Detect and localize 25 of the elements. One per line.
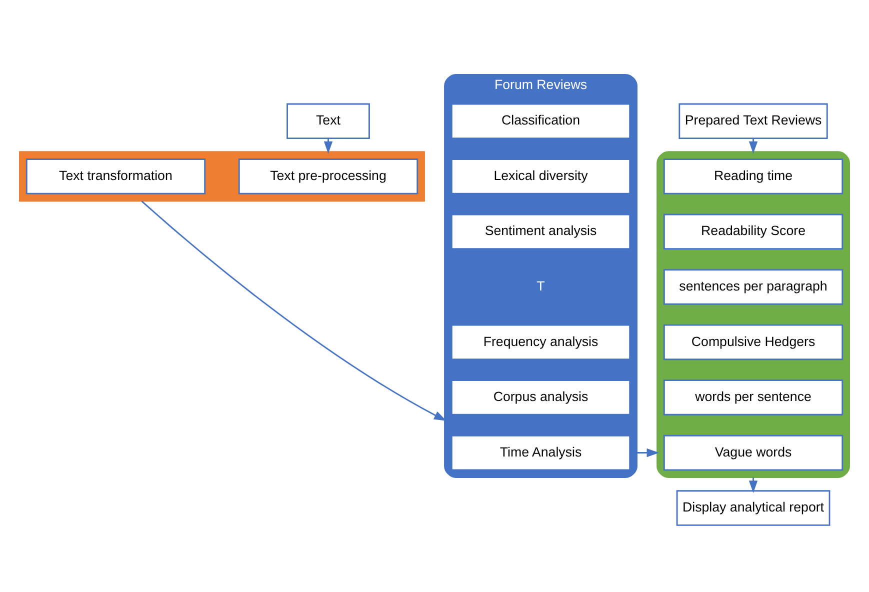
- arrow: [324, 138, 333, 154]
- node-box: Frequency analysis: [450, 324, 631, 360]
- node-box: Readability Score: [663, 214, 844, 250]
- node-box: Reading time: [663, 158, 844, 194]
- node-box: Vague words: [663, 434, 844, 471]
- node-box: Prepared Text Reviews: [678, 103, 828, 139]
- node-box: Compulsive Hedgers: [663, 324, 844, 360]
- cluster: [19, 151, 425, 202]
- node-box: Text: [286, 103, 370, 139]
- node-box: Sentiment analysis: [450, 214, 631, 250]
- arrow: [141, 200, 446, 421]
- node-box: Text pre-processing: [238, 158, 418, 194]
- cluster: [656, 151, 850, 478]
- node-box: sentences per paragraph: [663, 269, 844, 305]
- arrow: [637, 448, 660, 458]
- node-box: Text transformation: [26, 158, 206, 194]
- node-box: Lexical diversity: [450, 158, 631, 194]
- node-box: words per sentence: [663, 380, 844, 416]
- node-box: Time Analysis: [450, 434, 631, 471]
- arrow: [748, 138, 758, 154]
- node-box: Classification: [450, 103, 631, 139]
- node-box: Display analytical report: [676, 490, 830, 526]
- arrow: [748, 478, 758, 494]
- node-box: Corpus analysis: [450, 380, 631, 416]
- label: T: [536, 278, 545, 294]
